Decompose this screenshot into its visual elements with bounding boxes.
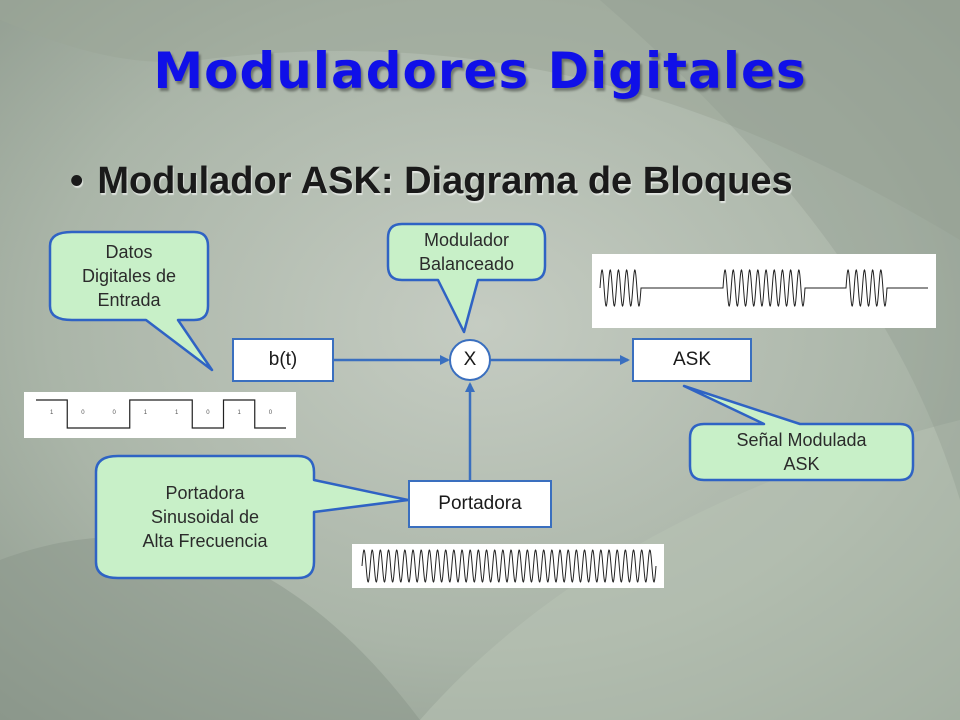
bit-label: 1 — [144, 410, 148, 416]
bit-label: 1 — [175, 410, 179, 416]
callout-modulador-shape — [386, 222, 547, 334]
bit-label: 0 — [81, 410, 85, 416]
callout-datos-line-1: Datos — [105, 241, 153, 262]
multiplier-circle — [449, 339, 491, 381]
callout-portadora-line-1: Portadora — [165, 482, 245, 503]
carrier-waveform — [361, 549, 657, 583]
bit-label: 1 — [50, 410, 54, 416]
callout-senal-shape — [682, 384, 915, 482]
bit-label: 0 — [206, 410, 210, 416]
callout-datos-shape — [48, 230, 214, 372]
callout-portadora-line-3: Alta Frecuencia — [142, 531, 268, 552]
callout-senal-line-2: ASK — [783, 454, 820, 474]
multiplier-label: X — [463, 349, 477, 370]
digital-square-wave — [36, 399, 286, 429]
callout-senal: Señal Modulada ASK — [690, 424, 913, 480]
bit-label: 0 — [269, 410, 273, 416]
callout-portadora-shape — [94, 454, 410, 580]
callout-modulador: Modulador Balanceado — [388, 224, 545, 280]
input-block: b(t) — [232, 338, 334, 382]
digital-input-waveform: 1 0 0 1 1 0 1 0 — [36, 399, 286, 429]
slide-title: Moduladores Digitales — [153, 42, 807, 100]
bullet-text: Modulador ASK: Diagrama de Bloques — [97, 160, 793, 202]
callout-portadora-line-2: Sinusoidal de — [150, 506, 260, 527]
callout-datos-line-3: Entrada — [97, 290, 161, 311]
carrier-sine — [361, 549, 657, 583]
callout-datos-line-2: Digitales de — [81, 265, 177, 286]
bit-label: 1 — [237, 410, 241, 416]
bullet-symbol: • — [70, 160, 84, 202]
ask-signal — [599, 268, 928, 308]
ask-waveform — [599, 268, 928, 308]
callout-modulador-line-1: Modulador — [423, 229, 510, 250]
callout-portadora: Portadora Sinusoidal de Alta Frecuencia — [96, 456, 314, 578]
carrier-block: Portadora — [408, 480, 552, 528]
bit-label: 0 — [112, 410, 116, 416]
output-block: ASK — [632, 338, 752, 382]
callout-senal-line-1: Señal Modulada — [736, 429, 867, 450]
callout-modulador-line-2: Balanceado — [418, 254, 515, 274]
callout-datos: Datos Digitales de Entrada — [50, 232, 208, 320]
bullet-item: • Modulador ASK: Diagrama de Bloques — [70, 160, 793, 203]
